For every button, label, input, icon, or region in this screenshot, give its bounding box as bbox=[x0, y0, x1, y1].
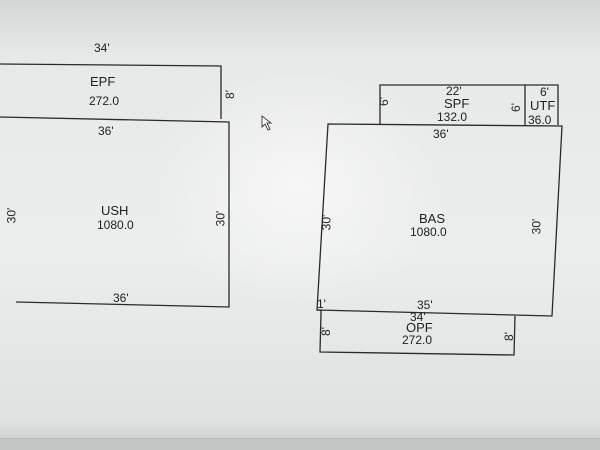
spf-outline bbox=[379, 84, 526, 125]
epf-area-value: 272.0 bbox=[89, 94, 120, 108]
spf-area-value: 132.0 bbox=[437, 110, 468, 124]
bas-top-dimension: 36' bbox=[433, 127, 449, 141]
bas-area-name: BAS bbox=[419, 211, 446, 226]
monitor-bottom-bezel bbox=[0, 438, 600, 450]
opf-right-dimension: 8' bbox=[501, 332, 516, 341]
bas-area-value: 1080.0 bbox=[410, 225, 447, 239]
ush-area-value: 1080.0 bbox=[97, 218, 134, 232]
utf-outline bbox=[525, 84, 559, 125]
spf-right-dimension: 6' bbox=[508, 103, 523, 112]
ush-area-name: USH bbox=[101, 203, 129, 218]
bas-notch bbox=[317, 309, 322, 313]
ush-left-dimension: 30' bbox=[4, 207, 19, 224]
spf-area-name: SPF bbox=[444, 96, 470, 111]
opf-area-name: OPF bbox=[406, 320, 433, 335]
epf-top-dimension: 34' bbox=[94, 41, 110, 55]
opf-left-dimension: 8' bbox=[318, 327, 333, 336]
opf-area-value: 272.0 bbox=[402, 333, 433, 347]
utf-area-value: 36.0 bbox=[528, 113, 552, 127]
spf-top-dimension: 22' bbox=[446, 84, 462, 98]
opf-top-dimension: 34' bbox=[410, 310, 426, 324]
ush-outline bbox=[0, 116, 230, 308]
bas-left-dimension: 30' bbox=[319, 214, 334, 231]
utf-area-name: UTF bbox=[530, 98, 556, 113]
bas-corner-dimension: 1' bbox=[317, 297, 326, 311]
bas-outline bbox=[316, 123, 563, 317]
opf-outline bbox=[319, 312, 516, 356]
epf-right-dimension: 8' bbox=[222, 90, 237, 99]
ush-right-dimension: 30' bbox=[213, 210, 228, 227]
epf-outline bbox=[0, 63, 222, 119]
ush-bottom-dimension: 36' bbox=[113, 291, 129, 305]
mouse-cursor bbox=[261, 115, 273, 131]
bas-right-dimension: 30' bbox=[529, 218, 544, 235]
ush-top-dimension: 36' bbox=[98, 124, 114, 138]
utf-top-dimension: 6' bbox=[540, 85, 549, 99]
bas-bottom-dimension: 35' bbox=[417, 298, 433, 312]
screen-glare bbox=[150, 60, 450, 310]
spf-left-dimension: 6' bbox=[376, 97, 391, 106]
epf-area-name: EPF bbox=[90, 74, 116, 89]
